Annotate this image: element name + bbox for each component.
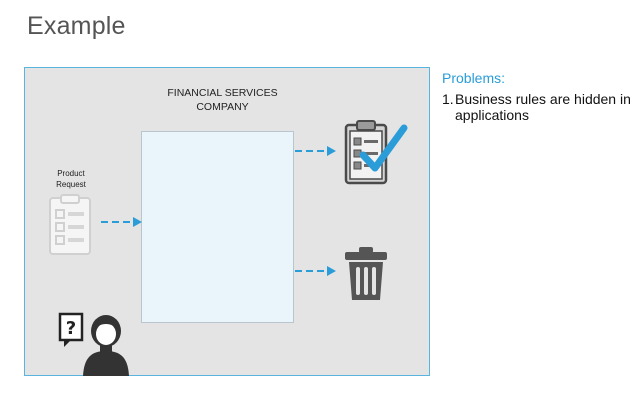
slide-title: Example	[27, 12, 126, 40]
problem-text: Business rules are hidden in application…	[455, 91, 631, 123]
problem-item: 1. Business rules are hidden in applicat…	[442, 91, 632, 123]
clipboard-checkmark-icon	[344, 120, 408, 185]
arrow-company-to-approved	[295, 146, 336, 156]
company-title: FINANCIAL SERVICES COMPANY	[145, 86, 300, 114]
product-request-label: Product Request	[49, 168, 93, 190]
svg-text:?: ?	[66, 318, 76, 339]
company-box	[141, 131, 294, 323]
product-request-label-line2: Request	[56, 180, 86, 189]
person-question-icon: ?	[58, 312, 129, 376]
company-title-line2: COMPANY	[196, 101, 249, 113]
problems-title: Problems:	[442, 70, 506, 86]
arrow-company-to-rejected	[295, 266, 336, 276]
clipboard-form-icon	[49, 194, 91, 255]
diagram-frame: FINANCIAL SERVICES COMPANY Product Reque…	[24, 67, 430, 376]
company-title-line1: FINANCIAL SERVICES	[167, 87, 278, 99]
problem-number: 1.	[442, 91, 454, 107]
arrow-request-to-company	[101, 217, 142, 227]
problems-list: 1. Business rules are hidden in applicat…	[442, 91, 632, 123]
trash-can-icon	[345, 247, 387, 300]
product-request-label-line1: Product	[57, 169, 85, 178]
